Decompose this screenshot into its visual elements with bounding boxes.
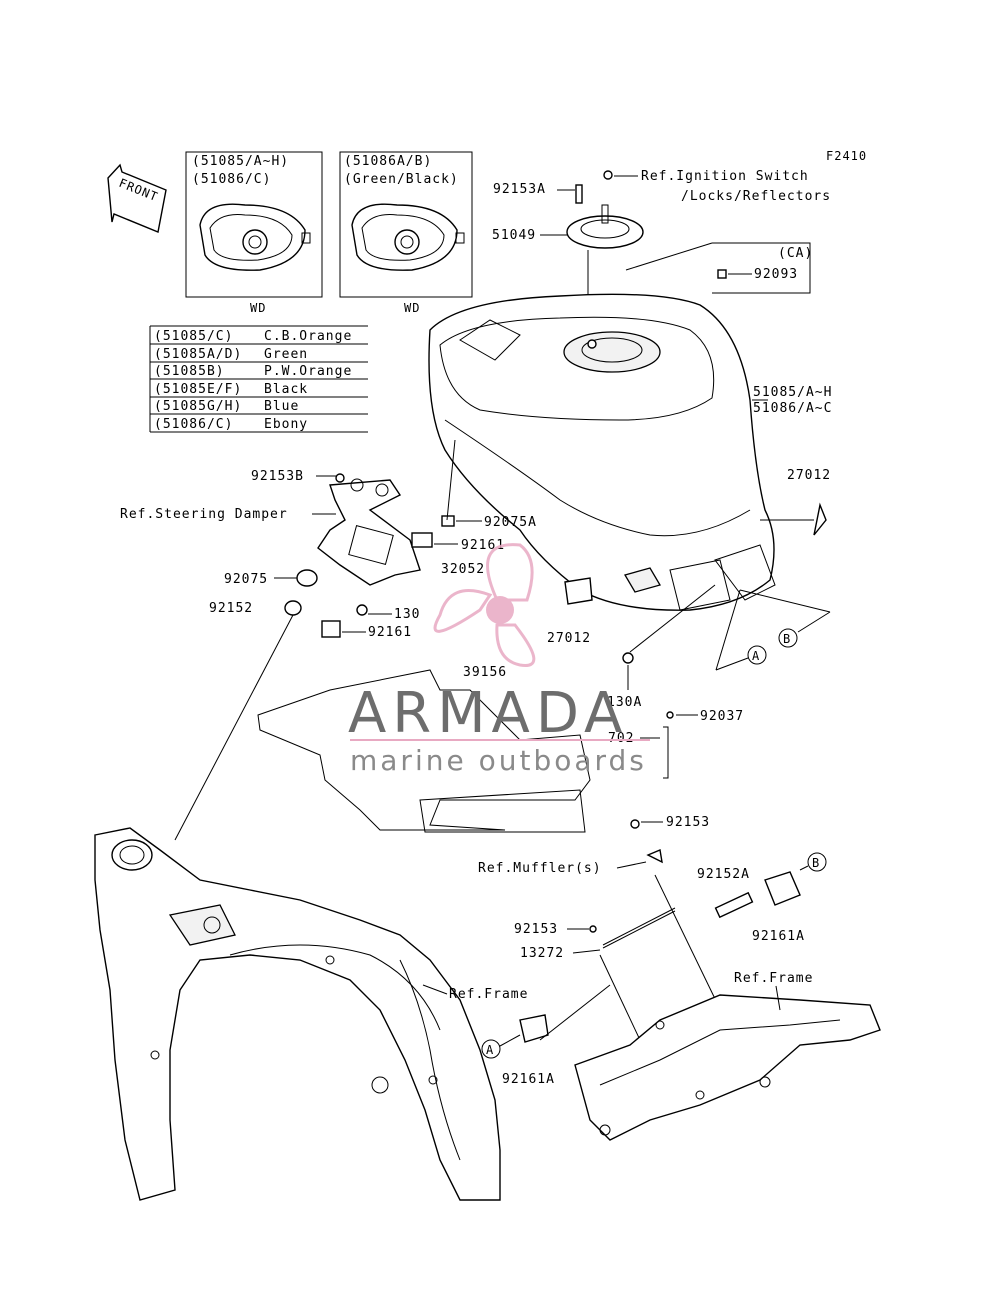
callout-92153-low: 92153 <box>514 922 558 937</box>
callout-39156: 39156 <box>463 665 507 680</box>
callout-130: 130 <box>394 607 420 622</box>
marker-b: B <box>778 628 798 648</box>
color-name: Ebony <box>264 417 308 432</box>
marker-a: A <box>747 645 767 665</box>
fuel-tank <box>428 293 776 611</box>
callout-92153-top: 92153 <box>666 815 710 830</box>
svg-text:A: A <box>486 1043 494 1057</box>
propeller-icon <box>433 543 536 667</box>
color-code: (51085G/H) <box>154 399 242 414</box>
color-name: Blue <box>264 399 299 414</box>
ref-frame-left: Ref.Frame <box>449 987 528 1002</box>
color-code: (51085E/F) <box>154 382 242 397</box>
ref-ignition-line-1: Ref.Ignition Switch <box>641 169 809 184</box>
tank-part-2: 51086/A~C <box>753 401 832 416</box>
ca-label: (CA) <box>778 246 813 261</box>
insulator-pad <box>257 669 591 833</box>
marker-a: A <box>481 1039 501 1059</box>
inset-right-caption: WD <box>404 301 420 315</box>
ref-muffler: Ref.Muffler(s) <box>478 861 602 876</box>
tank-part-1: 51085/A~H <box>753 385 832 400</box>
watermark-brand: ARMADA <box>348 681 628 746</box>
ca-inset: (CA) 92093 <box>625 242 813 294</box>
figure-code: F2410 <box>826 149 867 163</box>
callout-92075: 92075 <box>224 572 268 587</box>
color-name: Green <box>264 347 308 362</box>
inset-right-line-2: (Green/Black) <box>344 172 459 187</box>
callout-27012-top: 27012 <box>787 468 831 483</box>
watermark: ARMADA marine outboards <box>348 543 650 777</box>
callout-51049: 51049 <box>492 228 536 243</box>
callout-92153A: 92153A <box>493 182 546 197</box>
steering-damper-bracket <box>317 473 421 586</box>
svg-text:B: B <box>812 856 820 870</box>
main-frame <box>94 827 501 1201</box>
callout-92152A: 92152A <box>697 867 750 882</box>
callout-92161-low: 92161 <box>368 625 412 640</box>
tank-top-view-icon <box>199 203 311 271</box>
color-name: P.W.Orange <box>264 364 352 379</box>
color-name: C.B.Orange <box>264 329 352 344</box>
inset-left: (51085/A~H) (51086/C) WD <box>185 151 323 315</box>
color-code: (51085/C) <box>154 329 233 344</box>
rear-frame <box>574 994 881 1141</box>
color-name: Black <box>264 382 308 397</box>
marker-b: B <box>807 852 827 872</box>
svg-text:B: B <box>783 632 791 646</box>
color-code: (51085A/D) <box>154 347 242 362</box>
callout-32052: 32052 <box>441 562 485 577</box>
callout-92153B: 92153B <box>251 469 304 484</box>
callout-702: 702 <box>608 731 634 746</box>
ref-ignition-line-2: /Locks/Reflectors <box>681 189 831 204</box>
callout-92152: 92152 <box>209 601 253 616</box>
svg-text:A: A <box>752 649 760 663</box>
inset-left-line-2: (51086/C) <box>192 172 271 187</box>
color-code: (51085B) <box>154 364 225 379</box>
callout-92075A: 92075A <box>484 515 537 530</box>
color-code: (51086/C) <box>154 417 233 432</box>
callout-130A: 130A <box>607 695 642 710</box>
ref-steering-damper: Ref.Steering Damper <box>120 507 288 522</box>
inset-right: (51086A/B) (Green/Black) WD <box>339 151 473 315</box>
callout-13272: 13272 <box>520 946 564 961</box>
color-table: (51085/C) C.B.Orange (51085A/D) Green (5… <box>149 325 368 433</box>
inset-right-line-1: (51086A/B) <box>344 154 432 169</box>
tank-top-view-icon <box>351 203 465 271</box>
watermark-tagline: marine outboards <box>350 744 647 777</box>
front-arrow-icon: FRONT <box>107 163 167 233</box>
callout-27012-low: 27012 <box>547 631 591 646</box>
ref-frame-right: Ref.Frame <box>734 971 813 986</box>
callout-92161A-left: 92161A <box>502 1072 555 1087</box>
inset-left-line-1: (51085/A~H) <box>192 154 289 169</box>
callout-92093: 92093 <box>754 267 798 282</box>
callout-92161A-right: 92161A <box>752 929 805 944</box>
callout-92037: 92037 <box>700 709 744 724</box>
inset-left-caption: WD <box>250 301 266 315</box>
